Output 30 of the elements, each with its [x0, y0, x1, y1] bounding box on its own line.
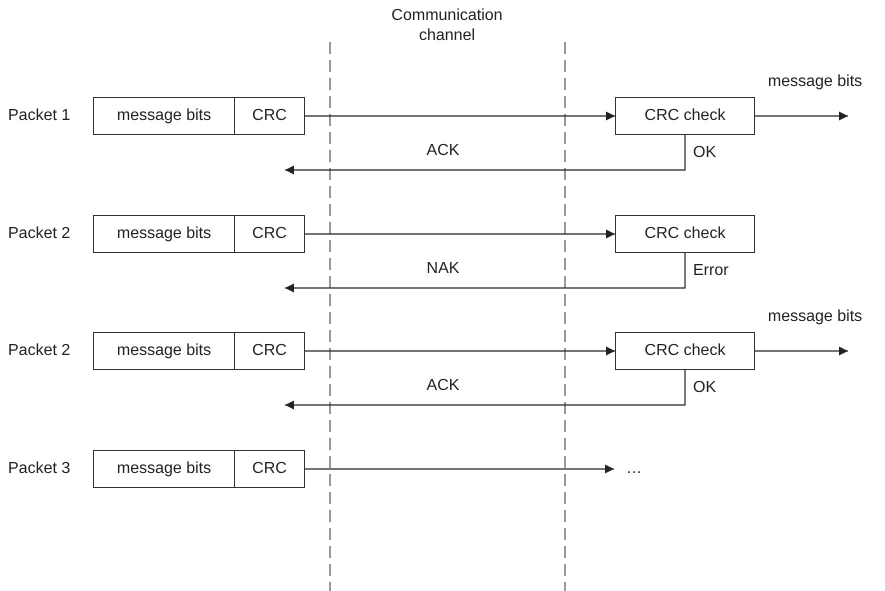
- arrow: [305, 346, 615, 356]
- arrow: [755, 112, 848, 120]
- side-label: Packet 3: [8, 459, 70, 479]
- process-box: CRC: [234, 332, 305, 370]
- arrow: [285, 135, 686, 174]
- side-label: OK: [693, 378, 716, 398]
- process-box: CRC check: [615, 215, 755, 253]
- side-label: Packet 2: [8, 341, 70, 361]
- side-label: Packet 2: [8, 224, 70, 244]
- process-box: CRC: [234, 215, 305, 253]
- arrow: [755, 346, 848, 356]
- side-label: Packet 1: [8, 106, 70, 126]
- arrow: [285, 370, 686, 410]
- arrow: [305, 464, 614, 474]
- edge-label: message bits: [768, 72, 862, 92]
- process-box: message bits: [93, 97, 235, 135]
- process-box: CRC check: [615, 97, 755, 135]
- arrow: [305, 230, 615, 238]
- process-box: CRC check: [615, 332, 755, 370]
- process-box: message bits: [93, 215, 235, 253]
- process-box: message bits: [93, 332, 235, 370]
- side-label: OK: [693, 143, 716, 163]
- edge-label: message bits: [768, 307, 862, 327]
- process-box: CRC: [234, 97, 305, 135]
- process-box: message bits: [93, 450, 235, 488]
- channel-heading: Communication channel: [390, 6, 504, 46]
- side-label: Error: [693, 261, 729, 281]
- process-box: CRC: [234, 450, 305, 488]
- arrow: [305, 112, 615, 120]
- arrow: [285, 253, 686, 292]
